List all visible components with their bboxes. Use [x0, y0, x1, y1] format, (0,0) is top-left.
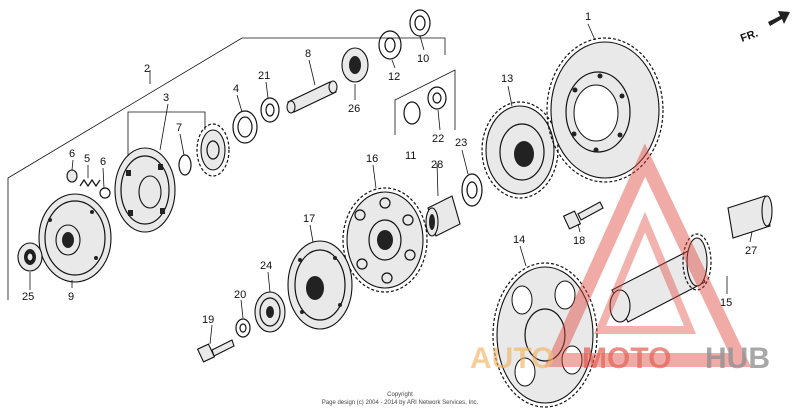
copyright-line-1: Copyright	[387, 392, 413, 398]
callout-1: 1	[585, 11, 591, 23]
part-24-bearing	[254, 291, 286, 333]
watermark-triangle-outer	[544, 143, 752, 367]
part-19-bolt	[196, 339, 235, 363]
leader-lines	[29, 23, 753, 345]
callout-13: 13	[501, 73, 513, 85]
part-28-needle-bearing	[425, 195, 461, 237]
callout-21: 21	[258, 70, 270, 82]
callout-3: 3	[163, 92, 169, 104]
part-14-wheel-gear	[492, 262, 598, 408]
callout-6b: 6	[100, 156, 106, 168]
part-6-cap	[66, 169, 78, 183]
arrow-right-icon	[768, 11, 790, 26]
callout-12: 12	[388, 71, 400, 83]
part-9-housing	[38, 193, 112, 283]
part-17-carrier	[287, 240, 353, 330]
callout-15: 15	[720, 297, 732, 309]
watermark-text-moto: MOTO	[582, 342, 671, 375]
callout-23: 23	[455, 137, 467, 149]
callout-25: 25	[22, 291, 34, 303]
watermark-text-hub: HUB	[705, 342, 770, 375]
part-12-washer	[378, 30, 402, 60]
callouts: 1 2 3 4 5 6 6 7 8 9 10 11 12 13 14 15 16…	[22, 11, 757, 326]
callout-7: 7	[176, 122, 182, 134]
callout-20: 20	[234, 289, 246, 301]
part-7-circlip	[178, 154, 192, 176]
watermark-logo: AUTO MOTO HUB	[470, 143, 770, 375]
part-26-bearing	[341, 47, 369, 83]
part-25-bearing	[17, 242, 43, 272]
part-6-washer	[99, 187, 111, 199]
assembly-bracket-2	[7, 37, 446, 300]
front-direction-label: FR.	[739, 27, 760, 44]
callout-5: 5	[84, 153, 90, 165]
callout-6a: 6	[69, 148, 75, 160]
callout-26: 26	[348, 103, 360, 115]
part-5-spring	[79, 178, 101, 188]
callout-2: 2	[144, 63, 150, 75]
part-8-shaft	[286, 80, 338, 114]
callout-22: 22	[432, 133, 444, 145]
callout-24: 24	[260, 260, 272, 272]
front-direction-indicator: FR.	[739, 11, 790, 45]
part-27-sleeve	[727, 195, 773, 239]
callout-17: 17	[303, 213, 315, 225]
part-18-bolt	[562, 201, 604, 230]
part-16-gear	[342, 187, 428, 293]
callout-10: 10	[417, 53, 429, 65]
part-10-washer	[409, 9, 431, 37]
watermark-text-auto: AUTO	[470, 342, 554, 375]
callout-14: 14	[513, 234, 525, 246]
callout-28: 28	[431, 159, 443, 171]
part-11-shim	[403, 101, 421, 125]
callout-11: 11	[405, 150, 416, 162]
part-3-clutch	[114, 147, 176, 233]
part-21-washer	[260, 97, 280, 123]
part-22-shim	[427, 86, 447, 110]
callout-19: 19	[202, 314, 214, 326]
watermark-triangle-inner	[594, 211, 696, 334]
callout-8: 8	[305, 48, 311, 60]
part-23-washer	[461, 173, 483, 207]
callout-27: 27	[745, 245, 757, 257]
callout-9: 9	[68, 291, 74, 303]
part-20-washer	[235, 318, 251, 338]
sprocket-gear	[196, 123, 230, 177]
bracket-11-22	[394, 69, 456, 135]
copyright-line-2: Page design (c) 2004 - 2014 by ARI Netwo…	[322, 400, 479, 406]
callout-4: 4	[233, 83, 239, 95]
part-13-gear	[481, 101, 559, 199]
callout-18: 18	[573, 235, 585, 247]
part-4-washer	[232, 110, 258, 144]
part-15-shaft	[609, 233, 712, 323]
part-1-ring-gear	[546, 37, 664, 183]
callout-16: 16	[366, 153, 378, 165]
